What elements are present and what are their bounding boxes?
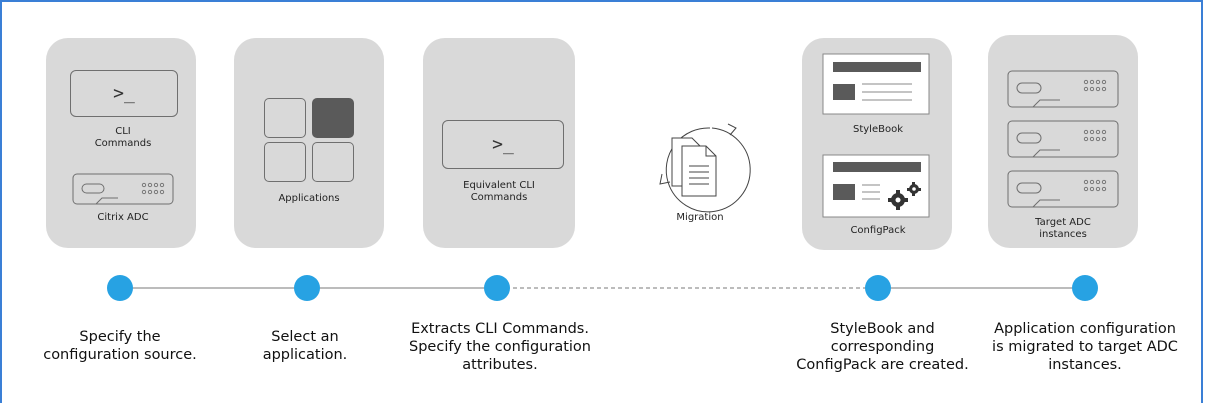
app-tile-icon [312, 142, 354, 182]
step-marker [865, 275, 891, 301]
app-tile-icon [264, 98, 306, 138]
target-adc-label: Target ADC instances [1035, 217, 1091, 240]
equivalent-cli-label: Equivalent CLI Commands [463, 180, 535, 203]
adc-appliance-icon [1007, 70, 1119, 108]
adc-appliance-icon [1007, 170, 1119, 208]
step-5-text: Application configuration is migrated to… [992, 321, 1178, 373]
step-1-text: Specify the configuration source. [43, 329, 197, 363]
step-2-text: Select an application. [262, 329, 348, 363]
app-tile-selected-icon [312, 98, 354, 138]
adc-appliance-icon [1007, 120, 1119, 158]
card-applications [234, 38, 384, 248]
step-marker [107, 275, 133, 301]
cli-terminal-icon: >_ [442, 120, 564, 169]
step-marker [294, 275, 320, 301]
step-marker [484, 275, 510, 301]
citrix-adc-label: Citrix ADC [97, 212, 149, 223]
cli-terminal-icon: >_ [70, 70, 178, 117]
cli-commands-label: CLI Commands [94, 126, 152, 149]
configpack-label: ConfigPack [850, 225, 906, 236]
step-marker [1072, 275, 1098, 301]
step-4-text: StyleBook and corresponding ConfigPack a… [796, 321, 969, 373]
app-tile-icon [264, 142, 306, 182]
migration-label: Migration [676, 212, 724, 223]
stylebook-label: StyleBook [852, 124, 903, 135]
applications-label: Applications [278, 193, 340, 204]
step-3-text: Extracts CLI Commands. Specify the confi… [409, 321, 591, 373]
